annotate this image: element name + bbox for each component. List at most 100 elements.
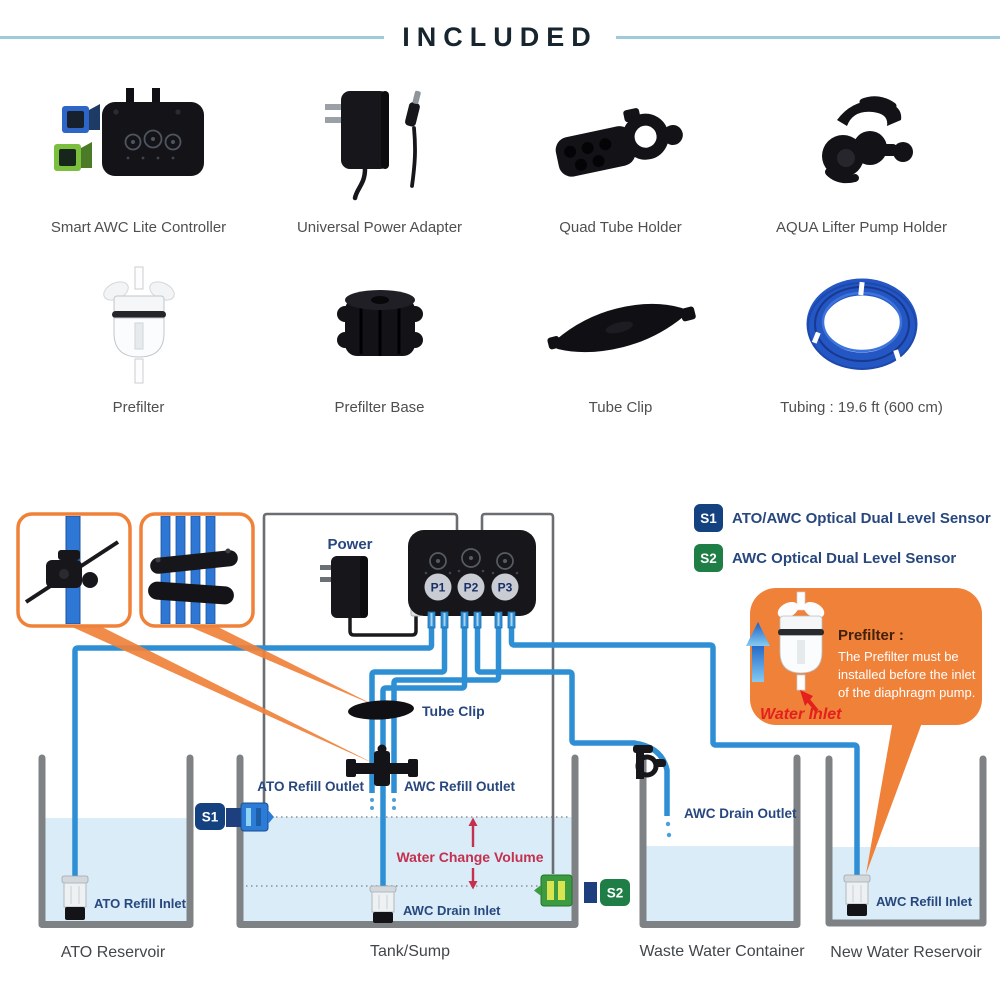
s2-sensor: S2 xyxy=(534,874,630,907)
s1-sensor: S1 xyxy=(195,802,274,832)
product-label: AQUA Lifter Pump Holder xyxy=(776,219,947,236)
smart-awc-lite-controller-image xyxy=(18,70,259,219)
product-card: AQUA Lifter Pump Holder xyxy=(741,70,982,242)
callout-line3: of the diaphragm pump. xyxy=(838,685,975,700)
product-card: Universal Power Adapter xyxy=(259,70,500,242)
prefilter-base-image xyxy=(259,250,500,399)
ato-refill-inlet-label: ATO Refill Inlet xyxy=(94,896,187,911)
new-reservoir-walls xyxy=(825,755,987,927)
product-grid: Smart AWC Lite Controller Universal P xyxy=(0,70,1000,422)
quad-holder-pointer-arrow xyxy=(188,626,376,706)
prefilter-callout-bubble: Prefilter : The Prefilter must be instal… xyxy=(746,588,982,874)
refill-outlet-drops xyxy=(370,798,672,838)
legend-s2-badge-text: S2 xyxy=(700,551,717,566)
power-label: Power xyxy=(327,536,372,553)
new-water-reservoir-label: New Water Reservoir xyxy=(830,944,982,961)
ato-refill-inlet-pickup xyxy=(61,875,89,920)
port-p1-label: P1 xyxy=(431,581,446,595)
controller-product-icon xyxy=(53,87,204,176)
water-change-volume-label: Water Change Volume xyxy=(396,849,543,865)
awc-refill-outlet-label: AWC Refill Outlet xyxy=(404,779,516,794)
product-card: Tubing : 19.6 ft (600 cm) xyxy=(741,250,982,422)
awc-refill-inlet-label: AWC Refill Inlet xyxy=(876,894,973,909)
waste-container-walls xyxy=(639,754,801,928)
legend-s1-badge-text: S1 xyxy=(700,511,717,526)
awc-drain-outlet-label: AWC Drain Outlet xyxy=(684,806,797,821)
tank-walls xyxy=(38,754,987,928)
awc-refill-outlet-tube xyxy=(391,614,502,793)
water-inlet-arrow-icon xyxy=(800,690,819,713)
awc-drain-inlet-label: AWC Drain Inlet xyxy=(403,903,501,918)
power-adapter-device xyxy=(320,556,422,637)
product-label: Tube Clip xyxy=(588,399,653,416)
legend-s1-label: ATO/AWC Optical Dual Level Sensor xyxy=(732,510,991,527)
header: INCLUDED xyxy=(0,22,1000,53)
power-adapter-product-icon xyxy=(324,90,421,200)
product-card: Prefilter xyxy=(18,250,259,422)
s2-diagram-badge xyxy=(600,879,630,906)
water-inlet-label: Water Inlet xyxy=(760,706,842,723)
s2-diagram-badge-text: S2 xyxy=(607,886,624,901)
pump-holder-callout-box xyxy=(16,512,132,628)
header-rule-right xyxy=(615,36,1000,39)
pump-holder-product-icon xyxy=(821,95,913,183)
ato-refill-outlet-label: ATO Refill Outlet xyxy=(257,779,364,794)
port-p3-label: P3 xyxy=(498,581,513,595)
prefilter-image xyxy=(18,250,259,399)
prefilter-product-icon xyxy=(102,266,175,383)
product-card: Quad Tube Holder xyxy=(500,70,741,242)
sensor-cables xyxy=(262,512,555,874)
ato-refill-outlet-tube xyxy=(369,614,448,793)
page-title: INCLUDED xyxy=(402,22,598,52)
flow-up-arrow-icon xyxy=(746,622,770,682)
awc-drain-inlet-pickup xyxy=(369,885,397,923)
aqua-lifter-pump-holder-image xyxy=(741,70,982,219)
setup-diagram-section: Water Change Volume Tube Clip xyxy=(0,480,1000,1000)
prefilter-base-product-icon xyxy=(336,289,423,356)
tube-clip-image xyxy=(500,250,741,399)
tank-sump-walls xyxy=(236,754,579,928)
quad-tube-holder-device xyxy=(346,744,418,786)
awc-drain-inlet-tube xyxy=(380,614,468,896)
tubing-coil-product-icon xyxy=(806,278,917,370)
ato-reservoir-walls xyxy=(38,754,194,928)
product-card: Smart AWC Lite Controller xyxy=(18,70,259,242)
callout-line1: The Prefilter must be xyxy=(838,649,959,664)
legend-s2-label: AWC Optical Dual Level Sensor xyxy=(732,550,956,567)
ato-reservoir-label: ATO Reservoir xyxy=(61,944,166,961)
tube-connectors xyxy=(427,611,516,629)
water-change-volume-arrow xyxy=(468,817,478,890)
tubing-coil-image xyxy=(741,250,982,399)
port-p2-label: P2 xyxy=(464,581,479,595)
system-setup-diagram: Water Change Volume Tube Clip xyxy=(16,504,991,961)
quad-tube-holder-product-icon xyxy=(555,107,683,177)
awc-refill-inlet-tube xyxy=(508,614,860,878)
tube-clip-product-icon xyxy=(546,303,696,352)
tube-clip-label: Tube Clip xyxy=(422,703,485,719)
product-label: Prefilter Base xyxy=(334,399,425,416)
product-card: Prefilter Base xyxy=(259,250,500,422)
product-label: Prefilter xyxy=(112,399,165,416)
controller-ports: P1 P2 P3 xyxy=(424,573,519,601)
product-label: Universal Power Adapter xyxy=(296,219,463,236)
lifter-pump-holder-device xyxy=(633,745,666,779)
s1-diagram-badge xyxy=(195,803,225,830)
product-label: Smart AWC Lite Controller xyxy=(50,219,227,236)
product-label: Tubing : 19.6 ft (600 cm) xyxy=(780,399,943,416)
universal-power-adapter-image xyxy=(259,70,500,219)
legend-s1-badge xyxy=(694,504,723,532)
callout-line2: installed before the inlet xyxy=(838,667,976,682)
s1-diagram-badge-text: S1 xyxy=(202,810,219,825)
product-card: Tube Clip xyxy=(500,250,741,422)
pump-holder-pointer-arrow xyxy=(70,626,375,764)
quad-tube-holder-image xyxy=(500,70,741,219)
tank-water-fills xyxy=(45,817,980,922)
awc-controller-device: P1 P2 P3 xyxy=(408,530,536,629)
legend-s2-badge xyxy=(694,544,723,572)
callout-title: Prefilter : xyxy=(838,627,904,644)
tank-sump-label: Tank/Sump xyxy=(370,943,450,960)
callout-prefilter-image xyxy=(777,591,825,691)
waste-water-container-label: Waste Water Container xyxy=(639,943,805,960)
awc-refill-inlet-pickup xyxy=(843,874,871,916)
